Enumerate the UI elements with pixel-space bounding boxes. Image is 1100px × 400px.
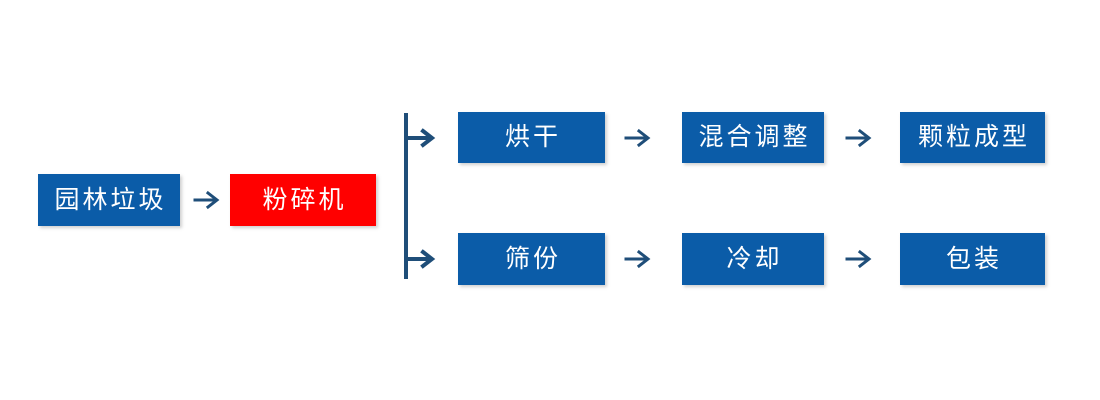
- node-hunhe-tiaozheng[interactable]: 混合调整: [682, 112, 824, 163]
- node-honggan[interactable]: 烘干: [458, 112, 605, 163]
- arrow-right-icon-bottom-1: [624, 248, 654, 270]
- node-baozhuang[interactable]: 包装: [900, 233, 1045, 285]
- arrow-right-icon-top-1: [624, 127, 654, 149]
- arrow-right-icon-top-2: [845, 127, 875, 149]
- node-lengque[interactable]: 冷却: [682, 233, 824, 285]
- arrow-right-icon-bottom-2: [845, 248, 875, 270]
- arrow-right-icon-input: [193, 189, 223, 211]
- node-shaifen[interactable]: 筛份: [458, 233, 605, 285]
- branch-split-connector: [398, 108, 444, 284]
- node-yuanlin-laji[interactable]: 园林垃圾: [38, 174, 180, 226]
- node-fensuiji[interactable]: 粉碎机: [230, 174, 376, 226]
- node-keli-chengxing[interactable]: 颗粒成型: [900, 112, 1045, 163]
